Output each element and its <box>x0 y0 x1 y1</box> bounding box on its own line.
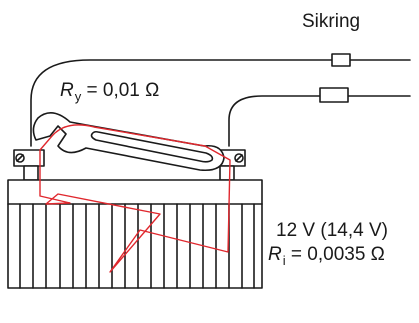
internal-resistance-symbol: R <box>268 244 282 265</box>
upper-wire <box>30 59 333 147</box>
wrench-slot <box>90 130 214 163</box>
terminal-left-post <box>23 165 39 181</box>
internal-resistance-value: = 0,0035 Ω <box>285 244 385 265</box>
internal-resistance-label: Ri = 0,0035 Ω <box>268 244 385 267</box>
terminal-right-post <box>219 165 235 181</box>
lower-wire <box>228 95 321 147</box>
internal-resistance-subscript: i <box>282 253 286 268</box>
fuse-upper <box>331 53 351 67</box>
wrench-resistance-value: = 0,01 Ω <box>81 80 160 101</box>
wrench-resistance-label: Ry = 0,01 Ω <box>60 80 160 103</box>
wrench-resistance-subscript: y <box>74 89 82 104</box>
current-path <box>39 124 231 273</box>
fuse-lower <box>319 87 349 103</box>
battery-voltage-label: 12 V (14,4 V) <box>276 220 388 241</box>
fuse-label: Sikring <box>302 11 361 32</box>
wrench-resistance-symbol: R <box>60 80 74 101</box>
terminal-right-screw <box>234 153 244 163</box>
wrench <box>32 112 225 172</box>
terminal-left-screw <box>15 153 25 163</box>
